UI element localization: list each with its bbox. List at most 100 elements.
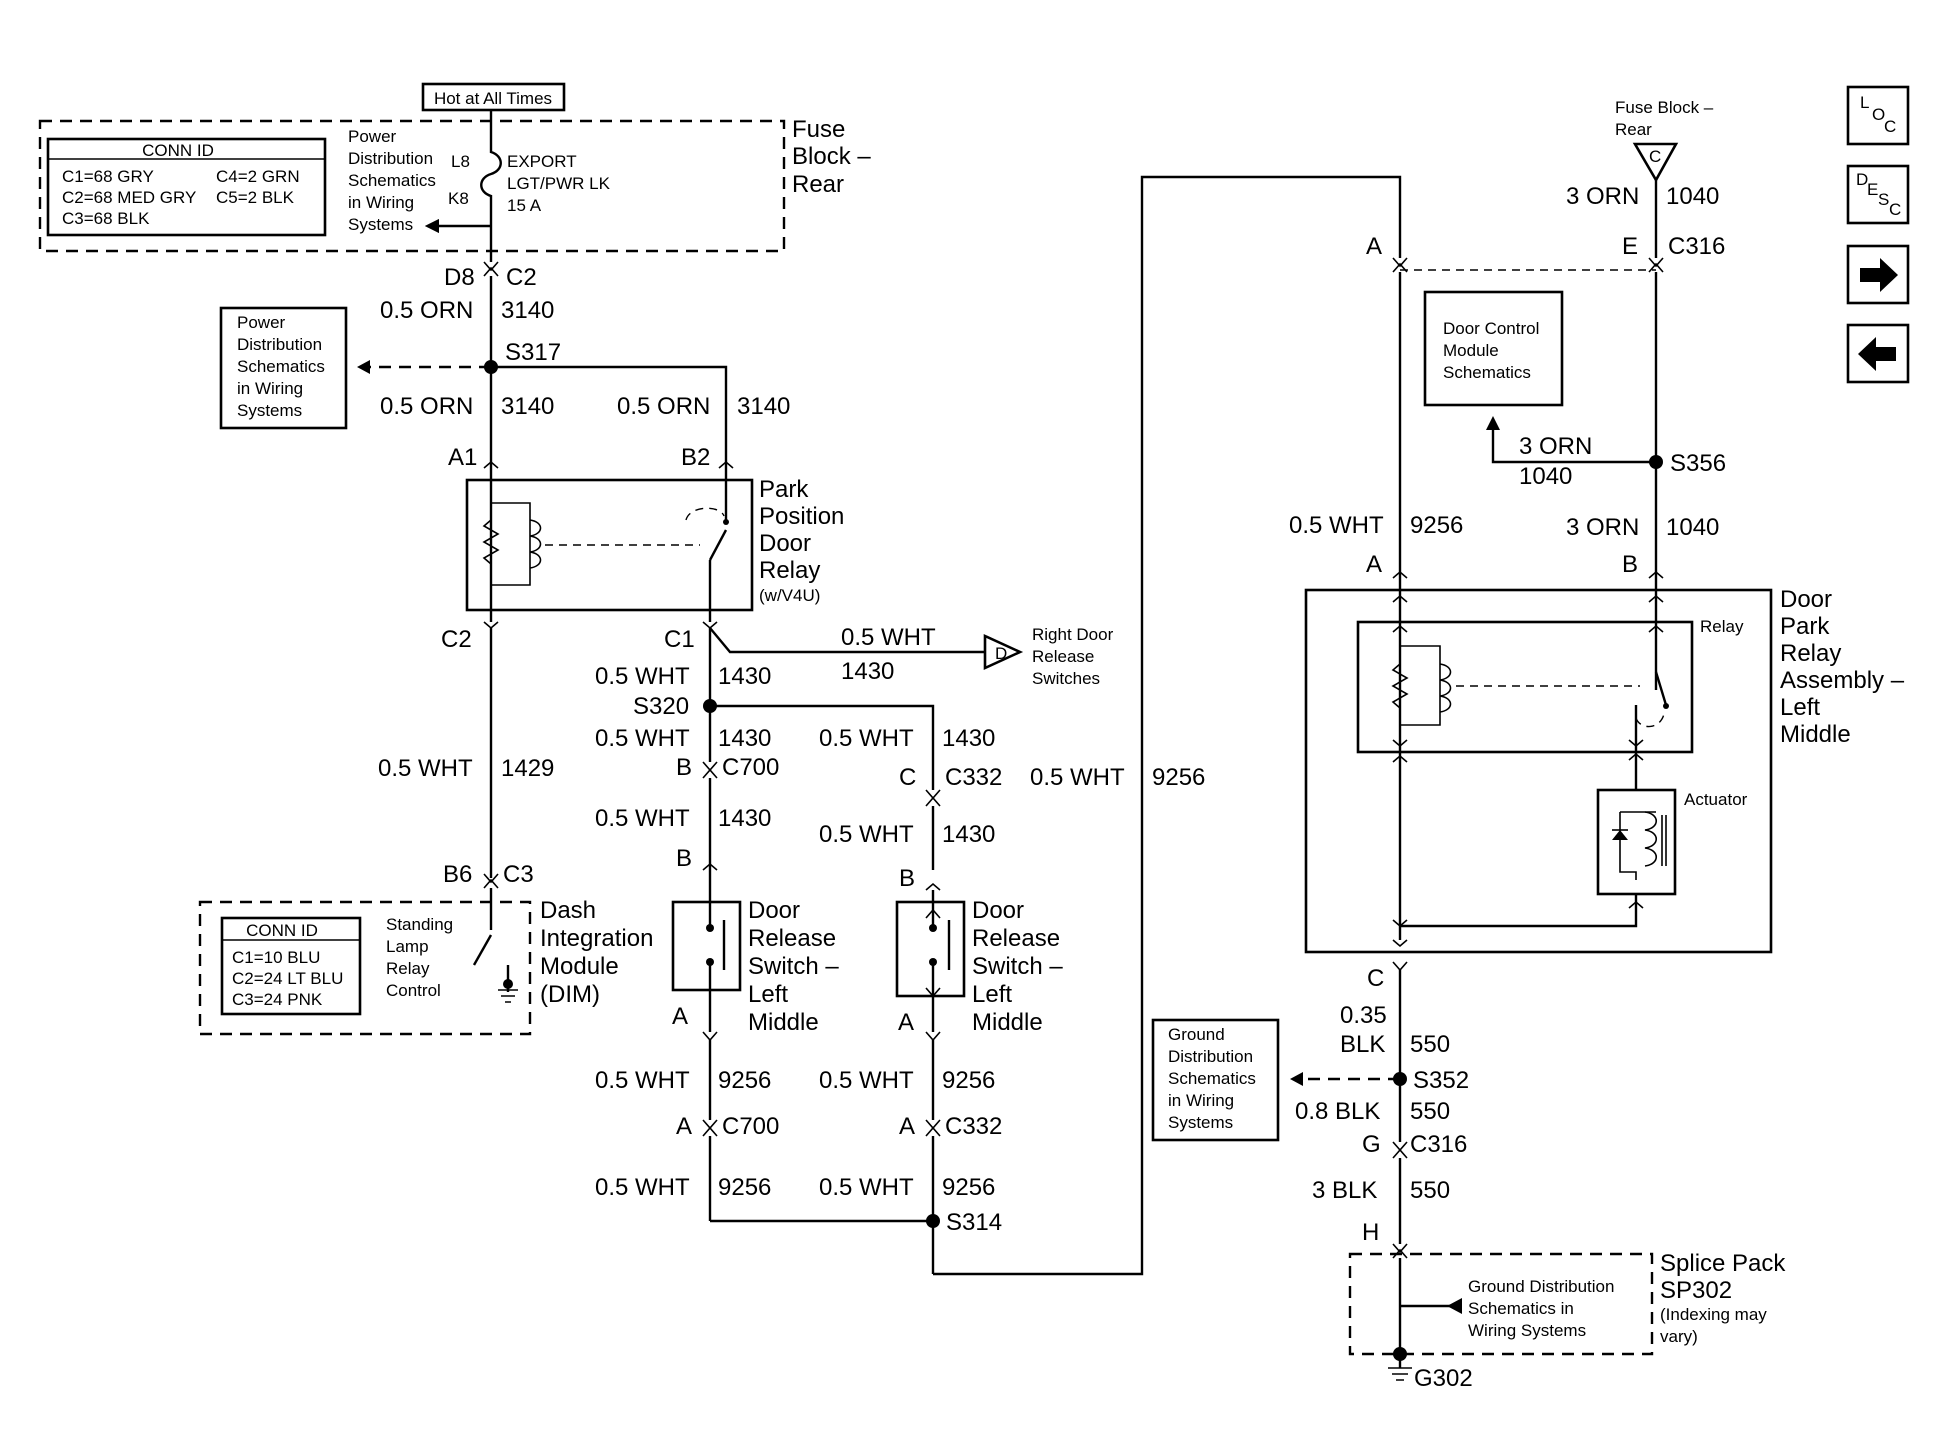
dim-control-4: Control [386, 981, 441, 1000]
conn-c700-top: C700 [722, 754, 779, 781]
w9256-gauge-1: 0.5 WHT [595, 1067, 690, 1094]
switch-1-box [671, 900, 742, 992]
w1040-circuit-3: 1040 [1666, 514, 1719, 541]
conn-b-sw2: B [899, 865, 915, 892]
w9256-circuit-5: 9256 [1152, 764, 1205, 791]
fuse-ref-4: in Wiring [348, 193, 414, 212]
relay-label: Relay [1700, 617, 1744, 636]
dim-control-2: Lamp [386, 937, 429, 956]
dcm-ref-3: Schematics [1443, 363, 1531, 382]
fuse-conn-row-3: C3=68 BLK [62, 209, 150, 228]
power-distribution-ref-box[interactable] [219, 306, 348, 430]
switch-2-title-5: Middle [972, 1009, 1043, 1036]
conn-b-left: B [676, 754, 692, 781]
w1430-circuit-1: 1430 [718, 663, 771, 690]
conn-a-sw1: A [672, 1003, 688, 1030]
conn-c316-top: C316 [1668, 233, 1725, 260]
right-door-circuit: 1430 [841, 658, 894, 685]
w9256-circuit-3: 9256 [718, 1174, 771, 1201]
dim-control-1: Standing [386, 915, 453, 934]
w1430-gauge-2: 0.5 WHT [595, 725, 690, 752]
relay-assy-title-3: Relay [1780, 640, 1841, 667]
door-control-module-ref-box[interactable] [1423, 290, 1564, 407]
park-relay-title-1: Park [759, 476, 809, 503]
park-position-door-relay: A1 B2 Park Position Door Relay (w/V4U) C… [441, 444, 844, 653]
w9256-gauge-6: 0.5 WHT [1289, 512, 1384, 539]
dim-title-4: (DIM) [540, 981, 600, 1008]
w9256-circuit-1: 9256 [718, 1067, 771, 1094]
right-door-ref-3: Switches [1032, 669, 1100, 688]
ground-ref-2: Distribution [1168, 1047, 1253, 1066]
w3140-gauge-3: 0.5 ORN [617, 393, 710, 420]
w550-gauge-c: 0.8 BLK [1295, 1098, 1380, 1125]
fuse-ref-3: Schematics [348, 171, 436, 190]
g302-ground-icon [1388, 1367, 1412, 1381]
park-relay-note: (w/V4U) [759, 586, 820, 605]
w3140-circuit-2: 3140 [501, 393, 554, 420]
fuse-pin-l8: L8 [451, 152, 470, 171]
desc-button[interactable]: D E S C [1846, 164, 1910, 225]
dcm-ref-1: Door Control [1443, 319, 1539, 338]
conn-a-c316-top: A [1366, 233, 1382, 260]
conn-a-relay-assy: A [1366, 551, 1382, 578]
splice-pack-title-2: SP302 [1660, 1277, 1732, 1304]
dim-conn-id-title: CONN ID [246, 921, 318, 940]
loc-button[interactable]: L O C [1846, 85, 1910, 146]
fuse-conn-id-box [46, 137, 327, 237]
splice-s314 [926, 1214, 940, 1228]
power-ref-3: Schematics [237, 357, 325, 376]
fuse-ref-2: Distribution [348, 149, 433, 168]
dim-conn-row-2: C2=24 LT BLU [232, 969, 343, 988]
right-door-ref-1: Right Door [1032, 625, 1114, 644]
actuator-label: Actuator [1684, 790, 1748, 809]
back-button[interactable] [1846, 323, 1910, 384]
dim-conn-id-box [220, 916, 362, 1016]
conn-a-c700: A [676, 1113, 692, 1140]
w1040-circuit-2: 1040 [1519, 463, 1572, 490]
relay-assy-title-2: Park [1780, 613, 1830, 640]
power-ref-2: Distribution [237, 335, 322, 354]
dim-outline [198, 900, 532, 1036]
fuse-block-title-2: Block – [792, 143, 871, 170]
fuse-label-1: EXPORT [507, 152, 577, 171]
dim-switch-icon [472, 934, 493, 966]
switch-1-title-1: Door [748, 897, 800, 924]
hot-at-all-times-box [421, 82, 566, 112]
conn-b6: B6 [443, 861, 472, 888]
fuse-conn-row-5: C5=2 BLK [216, 188, 295, 207]
ground-ref-1: Ground [1168, 1025, 1225, 1044]
relay-assy-title-4: Assembly – [1780, 667, 1905, 694]
power-ref-4: in Wiring [237, 379, 303, 398]
w1430-circuit-5: 1430 [942, 821, 995, 848]
w550-gauge-b: BLK [1340, 1031, 1385, 1058]
w550-gauge-d: 3 BLK [1312, 1177, 1377, 1204]
fuse-icon [480, 110, 502, 262]
splice-pack-note-2: vary) [1660, 1327, 1698, 1346]
park-relay-title-3: Door [759, 530, 811, 557]
power-ref-5: Systems [237, 401, 302, 420]
splice-s356 [1649, 455, 1663, 469]
coil-icon [529, 519, 542, 569]
conn-e: E [1622, 233, 1638, 260]
fuse-ref-1: Power [348, 127, 397, 146]
fuse-rear-ref-1: Fuse Block – [1615, 98, 1714, 117]
next-button[interactable] [1846, 244, 1910, 305]
switch-1-title-5: Middle [748, 1009, 819, 1036]
w1430-gauge-1: 0.5 WHT [595, 663, 690, 690]
fuse-ref-5: Systems [348, 215, 413, 234]
right-door-ref-2: Release [1032, 647, 1094, 666]
switch-1-title-3: Switch – [748, 953, 839, 980]
fuse-rear-ref-2: Rear [1615, 120, 1652, 139]
splice-pack-ref-3: Wiring Systems [1468, 1321, 1586, 1340]
conn-b-relay-assy: B [1622, 551, 1638, 578]
w9256-circuit-4: 9256 [942, 1174, 995, 1201]
relay-pin-a1: A1 [448, 444, 477, 471]
ground-distribution-ref-box[interactable] [1151, 1018, 1280, 1142]
actuator-coil-icon [1644, 811, 1658, 867]
arrow-up-icon [1486, 416, 1500, 430]
relay-pin-b2: B2 [681, 444, 710, 471]
conn-c3: C3 [503, 861, 534, 888]
fuse-conn-id-title: CONN ID [142, 141, 214, 160]
hot-at-all-times-label: Hot at All Times [434, 89, 552, 108]
w9256-gauge-5: 0.5 WHT [1030, 764, 1125, 791]
